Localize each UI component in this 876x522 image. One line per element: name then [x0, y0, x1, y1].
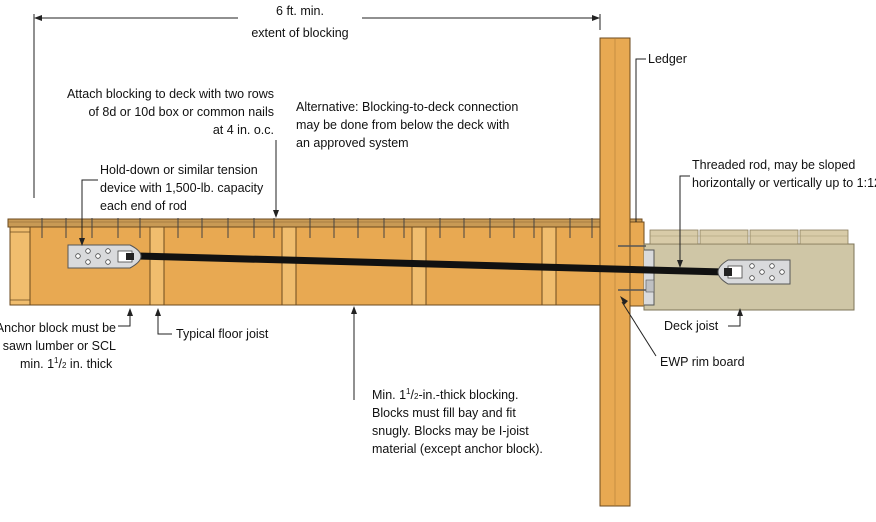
ewp-rim-label: EWP rim board — [660, 355, 745, 369]
hold-down-right — [717, 259, 791, 285]
callout-hold-down: Hold-down or similar tension device with… — [79, 163, 264, 246]
ledger-label: Ledger — [648, 52, 687, 66]
joist-hanger — [644, 249, 655, 306]
callout-alternative: Alternative: Blocking-to-deck connection… — [296, 100, 518, 150]
holddown-line1: Hold-down or similar tension — [100, 163, 258, 177]
attach-line1: Attach blocking to deck with two rows — [67, 87, 274, 101]
threaded-rod — [134, 252, 728, 276]
blocking-line1: Min. 11/2-in.-thick blocking. — [372, 387, 518, 402]
callout-deck-joist: Deck joist — [664, 308, 743, 333]
callout-min-blocking: Min. 11/2-in.-thick blocking. Blocks mus… — [351, 306, 543, 456]
nails — [41, 218, 593, 238]
blocking-line4: material (except anchor block). — [372, 442, 543, 456]
alternative-line3: an approved system — [296, 136, 409, 150]
subfloor-sheathing — [7, 218, 643, 228]
blocking-line3: snugly. Blocks may be I-joist — [372, 424, 529, 438]
holddown-line3: each end of rod — [100, 199, 187, 213]
anchor-line2: sawn lumber or SCL — [3, 339, 116, 353]
callout-threaded-rod: Threaded rod, may be sloped horizontally… — [677, 158, 876, 268]
dimension-label-line1: 6 ft. min. — [276, 4, 324, 18]
deck-joist-label: Deck joist — [664, 319, 719, 333]
attach-line3: at 4 in. o.c. — [213, 123, 274, 137]
holddown-line2: device with 1,500-lb. capacity — [100, 181, 264, 195]
threaded-line2: horizontally or vertically up to 1:12 — [692, 176, 876, 190]
callout-typical-floor-joist: Typical floor joist — [155, 308, 269, 341]
attach-line2: of 8d or 10d box or common nails — [88, 105, 274, 119]
block-1 — [163, 226, 283, 306]
anchor-line3: min. 11/2 in. thick — [20, 356, 113, 371]
ledger: Ledger — [629, 52, 687, 307]
dimension-label-line2: extent of blocking — [251, 26, 348, 40]
alternative-line2: may be done from below the deck with — [296, 118, 509, 132]
callout-anchor-block: Anchor block must be sawn lumber or SCL … — [0, 308, 133, 371]
callout-attach-blocking: Attach blocking to deck with two rows of… — [67, 87, 279, 218]
dimension-extent-of-blocking: 6 ft. min. extent of blocking — [33, 4, 601, 198]
typical-joist-label: Typical floor joist — [176, 327, 269, 341]
blocking-line2: Blocks must fill bay and fit — [372, 406, 516, 420]
anchor-line1: Anchor block must be — [0, 321, 116, 335]
alternative-line1: Alternative: Blocking-to-deck connection — [296, 100, 518, 114]
hold-down-left — [67, 244, 142, 269]
threaded-line1: Threaded rod, may be sloped — [692, 158, 855, 172]
callout-ewp-rim-board: EWP rim board — [620, 296, 745, 369]
